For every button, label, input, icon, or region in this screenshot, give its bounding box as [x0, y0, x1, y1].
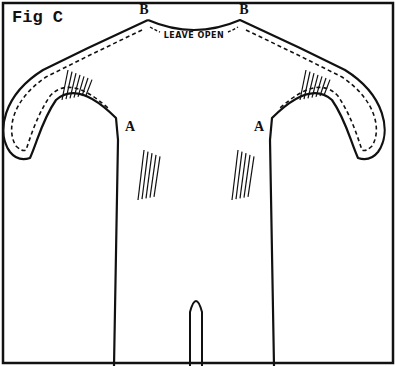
garment-left-outline	[3, 20, 148, 366]
hatch-stroke	[324, 80, 330, 96]
neck-stitch	[150, 27, 160, 32]
center-slit	[190, 301, 202, 366]
hatch-stroke	[86, 80, 92, 96]
point-letter: B	[139, 3, 148, 17]
hatch-stroke	[154, 156, 160, 196]
stitch-line	[246, 30, 376, 151]
sewing-note: LEAVE OPEN	[164, 32, 224, 40]
hatch-stroke	[248, 156, 254, 196]
neck-stitch	[228, 27, 238, 32]
hatching	[62, 70, 330, 200]
garment-right-outline	[148, 20, 385, 366]
stitch-line	[12, 30, 142, 151]
figure-title: Fig C	[12, 9, 63, 26]
point-letter: A	[254, 120, 264, 134]
point-letter: B	[239, 3, 248, 17]
figure-frame	[3, 3, 393, 363]
point-letter: A	[125, 120, 135, 134]
